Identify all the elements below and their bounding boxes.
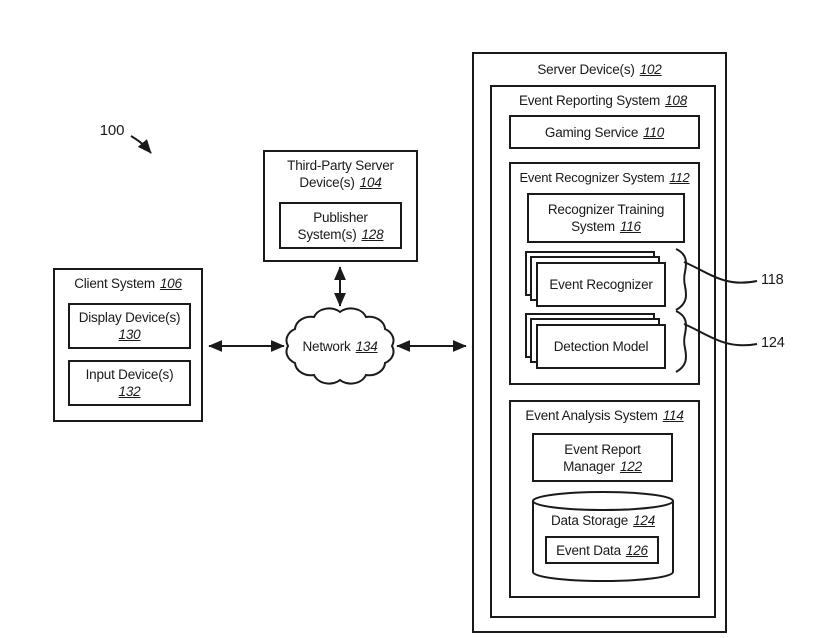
input-devices-label: Input Device(s) [85, 367, 174, 382]
event-data-label: Event Data [556, 542, 621, 558]
third-party-server-title: Third-Party Server Device(s) 104 [265, 152, 416, 191]
recognizer-training-label-line2: System [571, 219, 615, 234]
callout-118-label: 118 [761, 272, 784, 288]
display-devices-label: Display Device(s) [78, 310, 181, 325]
event-reporting-system-num: 108 [665, 93, 688, 108]
recognizer-training-system-box: Recognizer Training System 116 [527, 193, 685, 243]
server-devices-num: 102 [639, 62, 662, 77]
event-analysis-system-label: Event Analysis System [525, 408, 658, 423]
event-report-manager-label-line1: Event Report [564, 441, 641, 457]
display-devices-box: Display Device(s) 130 [68, 303, 191, 349]
server-devices-label: Server Device(s) [537, 62, 635, 77]
third-party-server-label-line2: Device(s) [299, 175, 355, 190]
figure-reference-arrow [130, 135, 152, 154]
event-recognizer-system-num: 112 [669, 170, 690, 185]
callout-124-label: 124 [761, 335, 785, 351]
event-reporting-system-title: Event Reporting System 108 [492, 87, 714, 109]
client-system-label: Client System [74, 276, 155, 291]
gaming-service-label: Gaming Service [544, 124, 639, 140]
event-analysis-system-box: Event Analysis System 114 [509, 400, 700, 598]
publisher-system-box: Publisher System(s)128 [279, 202, 402, 249]
event-analysis-system-title: Event Analysis System 114 [511, 402, 698, 424]
client-system-title: Client System 106 [55, 270, 201, 292]
publisher-system-label-line1: Publisher [313, 209, 368, 225]
network-num: 134 [355, 338, 378, 354]
event-data-num: 126 [625, 542, 648, 558]
event-recognizer-label: Event Recognizer [549, 277, 653, 292]
event-analysis-system-num: 114 [662, 408, 684, 423]
data-storage-num: 124 [633, 512, 656, 528]
network-label-text: Network [302, 338, 351, 354]
detection-model-stack: Detection Model [525, 313, 666, 369]
recognizer-training-label-line1: Recognizer Training [547, 202, 665, 217]
event-recognizer-stack: Event Recognizer [525, 251, 666, 307]
client-system-num: 106 [159, 276, 182, 291]
event-recognizer-system-label: Event Recognizer System [519, 170, 665, 185]
event-reporting-system-label: Event Reporting System [518, 93, 661, 108]
third-party-server-num: 104 [359, 175, 382, 190]
figure-reference-label: 100 [99, 122, 125, 139]
event-recognizer-system-title: Event Recognizer System 112 [511, 164, 698, 186]
event-recognizer-box: Event Recognizer [536, 262, 666, 307]
display-devices-num: 130 [118, 327, 141, 342]
third-party-server-label-line1: Third-Party Server [287, 158, 394, 173]
recognizer-training-num: 116 [619, 219, 641, 234]
event-report-manager-num: 122 [619, 458, 642, 474]
input-devices-box: Input Device(s) 132 [68, 360, 191, 406]
data-storage-label-text: Data Storage [550, 512, 629, 528]
event-report-manager-label-line2: Manager [563, 458, 615, 474]
detection-model-label: Detection Model [553, 339, 649, 354]
input-devices-num: 132 [118, 384, 141, 399]
gaming-service-num: 110 [643, 124, 665, 140]
publisher-system-num: 128 [361, 226, 384, 242]
detection-model-box: Detection Model [536, 324, 666, 369]
server-devices-title: Server Device(s) 102 [474, 54, 725, 78]
publisher-system-label-line2: System(s) [297, 226, 357, 242]
